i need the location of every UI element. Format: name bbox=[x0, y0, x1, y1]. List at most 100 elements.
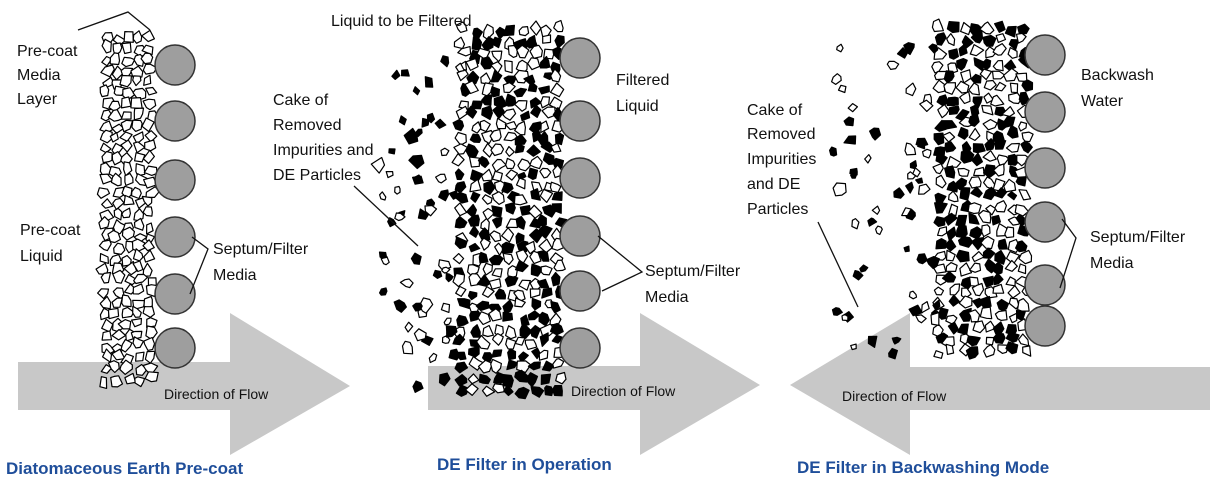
impurity-particle bbox=[831, 307, 843, 316]
operation-cake-particles bbox=[370, 19, 568, 400]
impurity-particle bbox=[457, 298, 471, 309]
impurity-particle bbox=[968, 212, 980, 225]
de-particle bbox=[99, 84, 110, 98]
impurity-particle bbox=[412, 380, 424, 393]
de-particle bbox=[133, 233, 148, 243]
impurity-particle bbox=[955, 249, 970, 263]
de-particle bbox=[945, 249, 956, 262]
de-particle bbox=[935, 174, 947, 189]
impurity-particle bbox=[1020, 140, 1033, 154]
de-particle bbox=[968, 176, 982, 189]
flow-arrow-left bbox=[18, 313, 350, 455]
de-particle bbox=[871, 205, 881, 215]
de-particle bbox=[100, 64, 115, 78]
septum-circle bbox=[154, 327, 196, 369]
de-particle bbox=[932, 163, 944, 175]
impurity-particle bbox=[438, 189, 450, 202]
de-particle bbox=[942, 131, 956, 143]
de-particle bbox=[121, 294, 132, 308]
flow-label-middle: Direction of Flow bbox=[571, 383, 676, 399]
de-particle bbox=[112, 269, 126, 284]
impurity-particle bbox=[541, 287, 553, 299]
de-particle bbox=[120, 96, 132, 109]
septum-circle bbox=[154, 44, 196, 86]
impurity-particle bbox=[417, 208, 430, 220]
impurity-particle bbox=[507, 190, 520, 204]
de-particle bbox=[977, 209, 992, 224]
de-particle bbox=[994, 200, 1008, 213]
de-particle bbox=[513, 194, 528, 206]
impurity-particle bbox=[514, 142, 525, 154]
impurity-particle bbox=[958, 43, 968, 57]
septum-label-middle: Septum/Filter Media bbox=[645, 263, 745, 306]
de-particle bbox=[453, 36, 466, 50]
impurity-particle bbox=[1018, 91, 1030, 106]
impurity-particle bbox=[1021, 79, 1034, 92]
de-particle bbox=[120, 111, 132, 120]
de-particle bbox=[514, 297, 526, 308]
septum-column-left bbox=[154, 44, 196, 369]
impurity-particle bbox=[1015, 176, 1027, 187]
impurity-particle bbox=[1003, 116, 1016, 128]
caption-right: DE Filter in Backwashing Mode bbox=[797, 458, 1049, 477]
impurity-particle bbox=[1015, 214, 1028, 228]
de-particle bbox=[912, 167, 921, 178]
impurity-particle bbox=[843, 135, 857, 145]
impurity-particle bbox=[550, 301, 561, 314]
impurity-particle bbox=[972, 96, 983, 110]
septum-circle bbox=[1024, 201, 1066, 243]
impurity-particle bbox=[478, 251, 489, 264]
flow-arrow-middle bbox=[428, 313, 760, 455]
impurity-particle bbox=[488, 254, 504, 266]
de-particle bbox=[971, 251, 985, 263]
de-particle bbox=[132, 75, 142, 87]
impurity-particle bbox=[469, 310, 482, 322]
de-particle bbox=[457, 45, 472, 57]
impurity-particle bbox=[1005, 341, 1019, 355]
impurity-particle bbox=[925, 256, 941, 270]
impurity-particle bbox=[955, 214, 968, 227]
septum-circle bbox=[154, 273, 196, 315]
de-particle bbox=[469, 178, 482, 193]
de-particle bbox=[488, 308, 502, 322]
de-particle bbox=[479, 119, 491, 133]
impurity-particle bbox=[465, 143, 479, 158]
de-particle bbox=[959, 21, 972, 36]
impurity-particle bbox=[530, 104, 542, 119]
septum-label-right: Septum/Filter Media bbox=[1090, 229, 1190, 272]
de-particle bbox=[1004, 259, 1018, 272]
impurity-particle bbox=[455, 384, 470, 397]
de-particle bbox=[979, 68, 993, 81]
de-particle bbox=[968, 276, 980, 287]
impurity-particle bbox=[467, 214, 480, 227]
de-particle bbox=[481, 168, 493, 182]
impurity-particle bbox=[932, 299, 941, 311]
de-particle bbox=[540, 265, 553, 276]
de-particle bbox=[851, 218, 860, 230]
de-particle bbox=[111, 65, 125, 81]
impurity-particle bbox=[490, 86, 500, 98]
impurity-particle bbox=[536, 278, 550, 289]
de-particle bbox=[837, 84, 847, 94]
de-particle bbox=[101, 151, 113, 164]
impurity-particle bbox=[478, 373, 491, 385]
de-particle bbox=[917, 183, 931, 195]
impurity-particle bbox=[968, 113, 980, 127]
de-particle bbox=[996, 154, 1010, 166]
impurity-particle bbox=[957, 323, 969, 336]
flow-label-right: Direction of Flow bbox=[842, 388, 947, 404]
de-particle bbox=[830, 73, 842, 86]
de-particle bbox=[453, 143, 468, 155]
de-particle bbox=[1015, 32, 1027, 44]
de-particle bbox=[504, 120, 518, 131]
de-particle bbox=[517, 158, 532, 172]
impurity-particle bbox=[867, 217, 878, 227]
impurity-particle bbox=[1004, 25, 1017, 38]
impurity-particle bbox=[903, 245, 910, 253]
de-particle bbox=[142, 206, 153, 217]
precoat-media-label: Pre-coat Media Layer bbox=[17, 43, 82, 108]
impurity-particle bbox=[513, 87, 528, 98]
de-particle bbox=[490, 358, 502, 374]
de-particle bbox=[119, 131, 133, 142]
de-particle bbox=[992, 283, 1005, 294]
